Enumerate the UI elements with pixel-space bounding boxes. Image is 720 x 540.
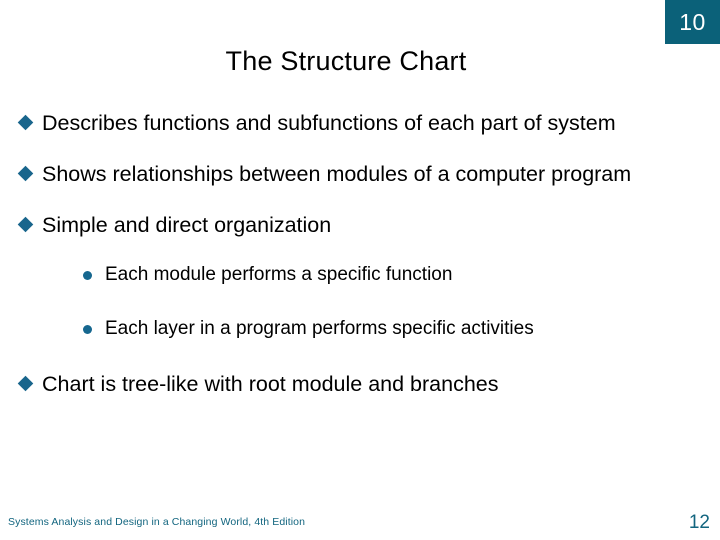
diamond-bullet-icon	[17, 165, 34, 182]
dot-bullet-icon	[83, 271, 92, 280]
dot-bullet-icon	[83, 325, 92, 334]
bullet-list: Describes functions and subfunctions of …	[0, 108, 720, 420]
list-item: Describes functions and subfunctions of …	[0, 108, 720, 138]
footer-source-text: Systems Analysis and Design in a Changin…	[8, 516, 306, 528]
list-item-label: Shows relationships between modules of a…	[42, 162, 632, 186]
list-item: Each layer in a program performs specifi…	[0, 315, 720, 343]
list-item-label: Describes functions and subfunctions of …	[42, 111, 616, 135]
diamond-bullet-icon	[17, 216, 34, 233]
page-title: The Structure Chart	[225, 46, 467, 76]
list-item: Chart is tree-like with root module and …	[0, 369, 720, 399]
chapter-number-badge: 10	[665, 0, 720, 44]
list-item: Each module performs a specific function	[0, 261, 720, 289]
diamond-bullet-icon	[17, 375, 34, 392]
list-item-label: Each module performs a specific function	[105, 264, 453, 285]
list-item: Shows relationships between modules of a…	[0, 159, 720, 189]
list-item-label: Simple and direct organization	[42, 213, 332, 237]
list-item-label: Each layer in a program performs specifi…	[105, 318, 534, 339]
footer-page-number: 12	[688, 512, 710, 533]
diamond-bullet-icon	[17, 114, 34, 131]
list-item: Simple and direct organization	[0, 210, 720, 240]
list-item-label: Chart is tree-like with root module and …	[42, 372, 499, 396]
